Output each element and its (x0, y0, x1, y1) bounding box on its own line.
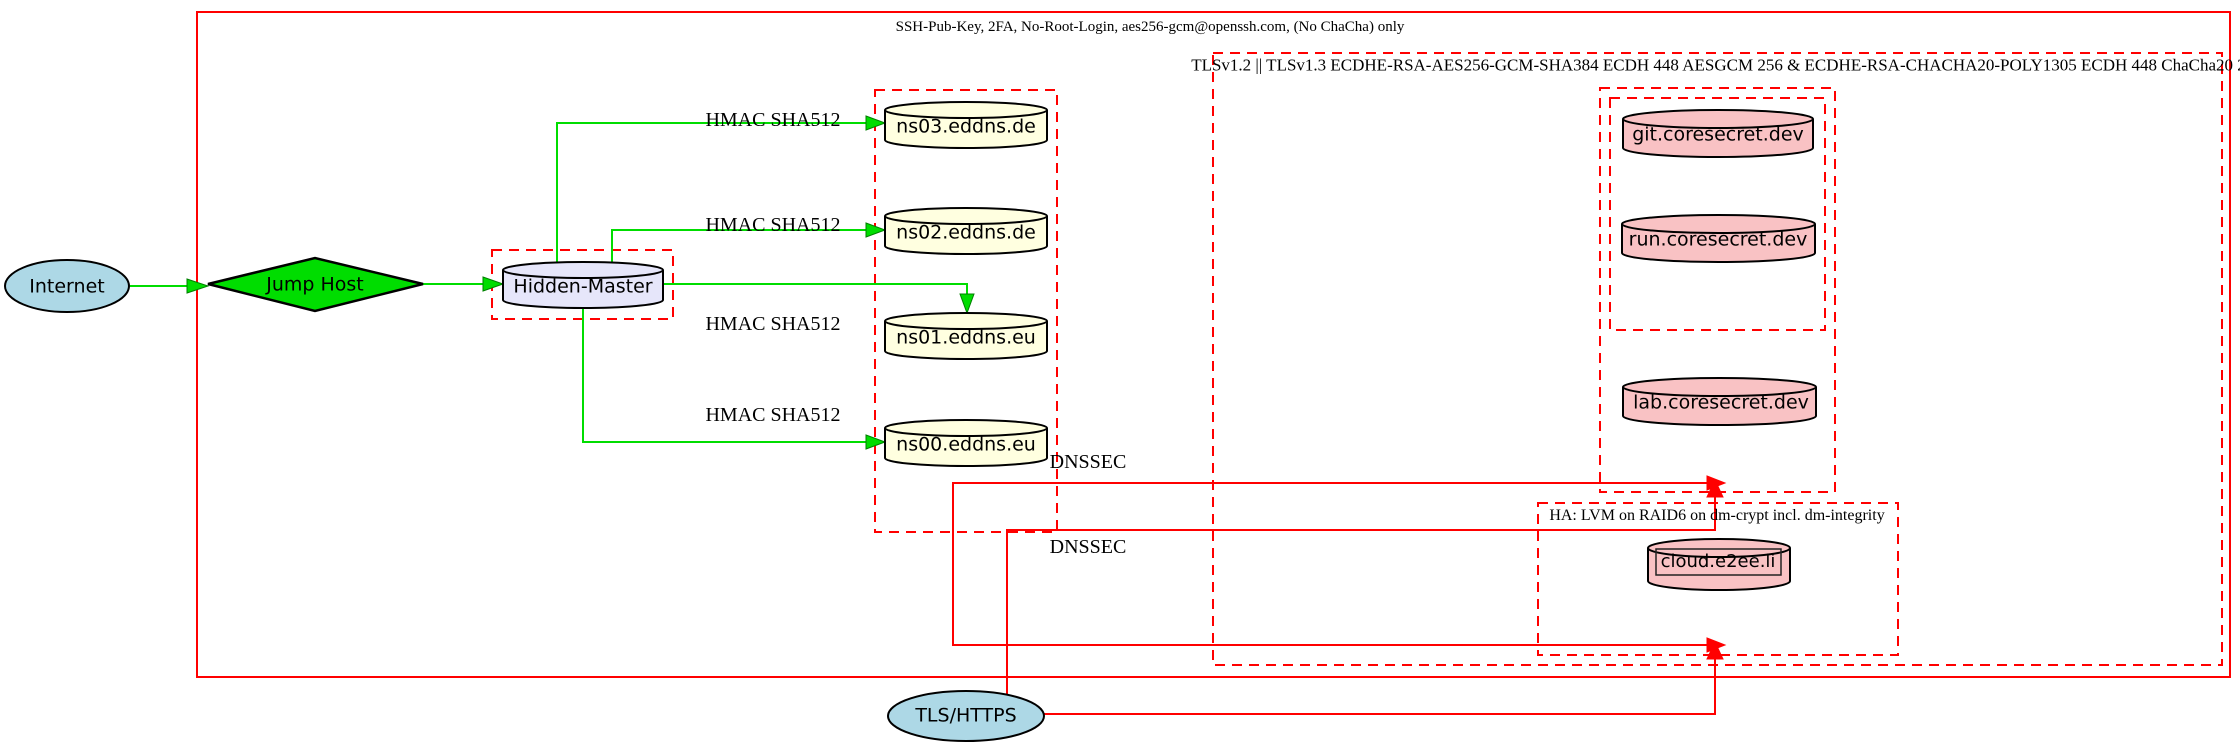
git-node-label: git.coresecret.dev (1632, 123, 1804, 146)
ns01-node-label: ns01.eddns.eu (896, 326, 1036, 349)
arrowhead-hiddenmaster-to-ns03 (865, 115, 887, 131)
edge-label-hmac-ns03: HMAC SHA512 (705, 109, 841, 131)
hidden-master-node-label: Hidden-Master (513, 275, 653, 298)
coresecret-inner-cluster-box (1609, 97, 1826, 331)
arrowhead-hiddenmaster-to-ns00 (865, 434, 887, 450)
jump-host-node (207, 256, 424, 313)
cloud-label-box (1655, 548, 1782, 576)
ns00-node-label: ns00.eddns.eu (896, 433, 1036, 456)
ns01-node-rim (884, 320, 1048, 330)
edge-label-hmac-ns01: HMAC SHA512 (705, 313, 841, 335)
ns02-node-label: ns02.eddns.de (896, 221, 1036, 244)
ns03-node-rim (884, 109, 1048, 119)
arrowhead-internet-to-jumphost (186, 278, 210, 294)
edge-label-dnssec-1: DNSSEC (1049, 451, 1127, 473)
ns00-node (884, 419, 1048, 467)
arrowhead-tlshttps-to-ha (1706, 640, 1724, 660)
ssh-cluster-box (196, 11, 2231, 678)
edge-label-hmac-ns02: HMAC SHA512 (705, 214, 841, 236)
git-node (1622, 109, 1814, 158)
edge-hiddenmaster-to-ns02 (611, 229, 868, 262)
ns02-node (884, 207, 1048, 255)
arrowhead-jumphost-to-hiddenmaster (482, 276, 505, 292)
edge-eddns-to-coresecret (952, 482, 1709, 532)
internet-node-label: Internet (29, 275, 105, 298)
eddns-cluster-box (874, 89, 1058, 533)
edge-eddns-to-ha (952, 532, 1709, 646)
ns02-node-rim (884, 215, 1048, 225)
run-node-label: run.coresecret.dev (1628, 228, 1808, 251)
tls-https-node-label: TLS/HTTPS (915, 704, 1017, 727)
ns00-node-rim (884, 427, 1048, 437)
run-node-rim (1621, 223, 1816, 234)
edge-tlshttps-to-ha (1043, 658, 1716, 715)
edge-hiddenmaster-to-ns01 (663, 283, 968, 296)
cloud-node (1647, 538, 1791, 591)
edge-hiddenmaster-to-ns00 (582, 307, 868, 443)
tls-cluster-box (1212, 52, 2223, 666)
hidden-master-node (502, 261, 664, 309)
run-node (1621, 214, 1816, 263)
lab-node (1622, 377, 1817, 426)
cloud-node-label: cloud.e2ee.li (1660, 551, 1776, 573)
edge-label-hmac-ns00: HMAC SHA512 (705, 404, 841, 426)
edge-hiddenmaster-to-ns03 (556, 122, 868, 262)
tls-cluster-label: TLSv1.2 || TLSv1.3 ECDHE-RSA-AES256-GCM-… (1191, 55, 2240, 75)
tls-https-node (887, 690, 1045, 742)
arrowhead-tlshttps-to-coresecret (1706, 478, 1724, 498)
ns03-node (884, 101, 1048, 149)
jump-host-node-label: Jump Host (266, 273, 364, 296)
arrowhead-hiddenmaster-to-ns01 (959, 293, 975, 315)
ns03-node-label: ns03.eddns.de (896, 115, 1036, 138)
ha-cluster-box (1537, 502, 1899, 656)
ha-cluster-label: HA: LVM on RAID6 on dm-crypt incl. dm-in… (1549, 507, 1885, 525)
ns01-node (884, 312, 1048, 360)
hidden-master-node-rim (502, 269, 664, 279)
arrowhead-hiddenmaster-to-ns02 (865, 222, 887, 238)
git-node-rim (1622, 118, 1814, 129)
lab-node-label: lab.coresecret.dev (1633, 391, 1809, 414)
lab-node-rim (1622, 386, 1817, 397)
ssh-cluster-label: SSH-Pub-Key, 2FA, No-Root-Login, aes256-… (895, 18, 1405, 35)
edge-tlshttps-to-coresecret (1006, 496, 1716, 696)
internet-node (4, 259, 130, 313)
edge-label-dnssec-2: DNSSEC (1049, 536, 1127, 558)
